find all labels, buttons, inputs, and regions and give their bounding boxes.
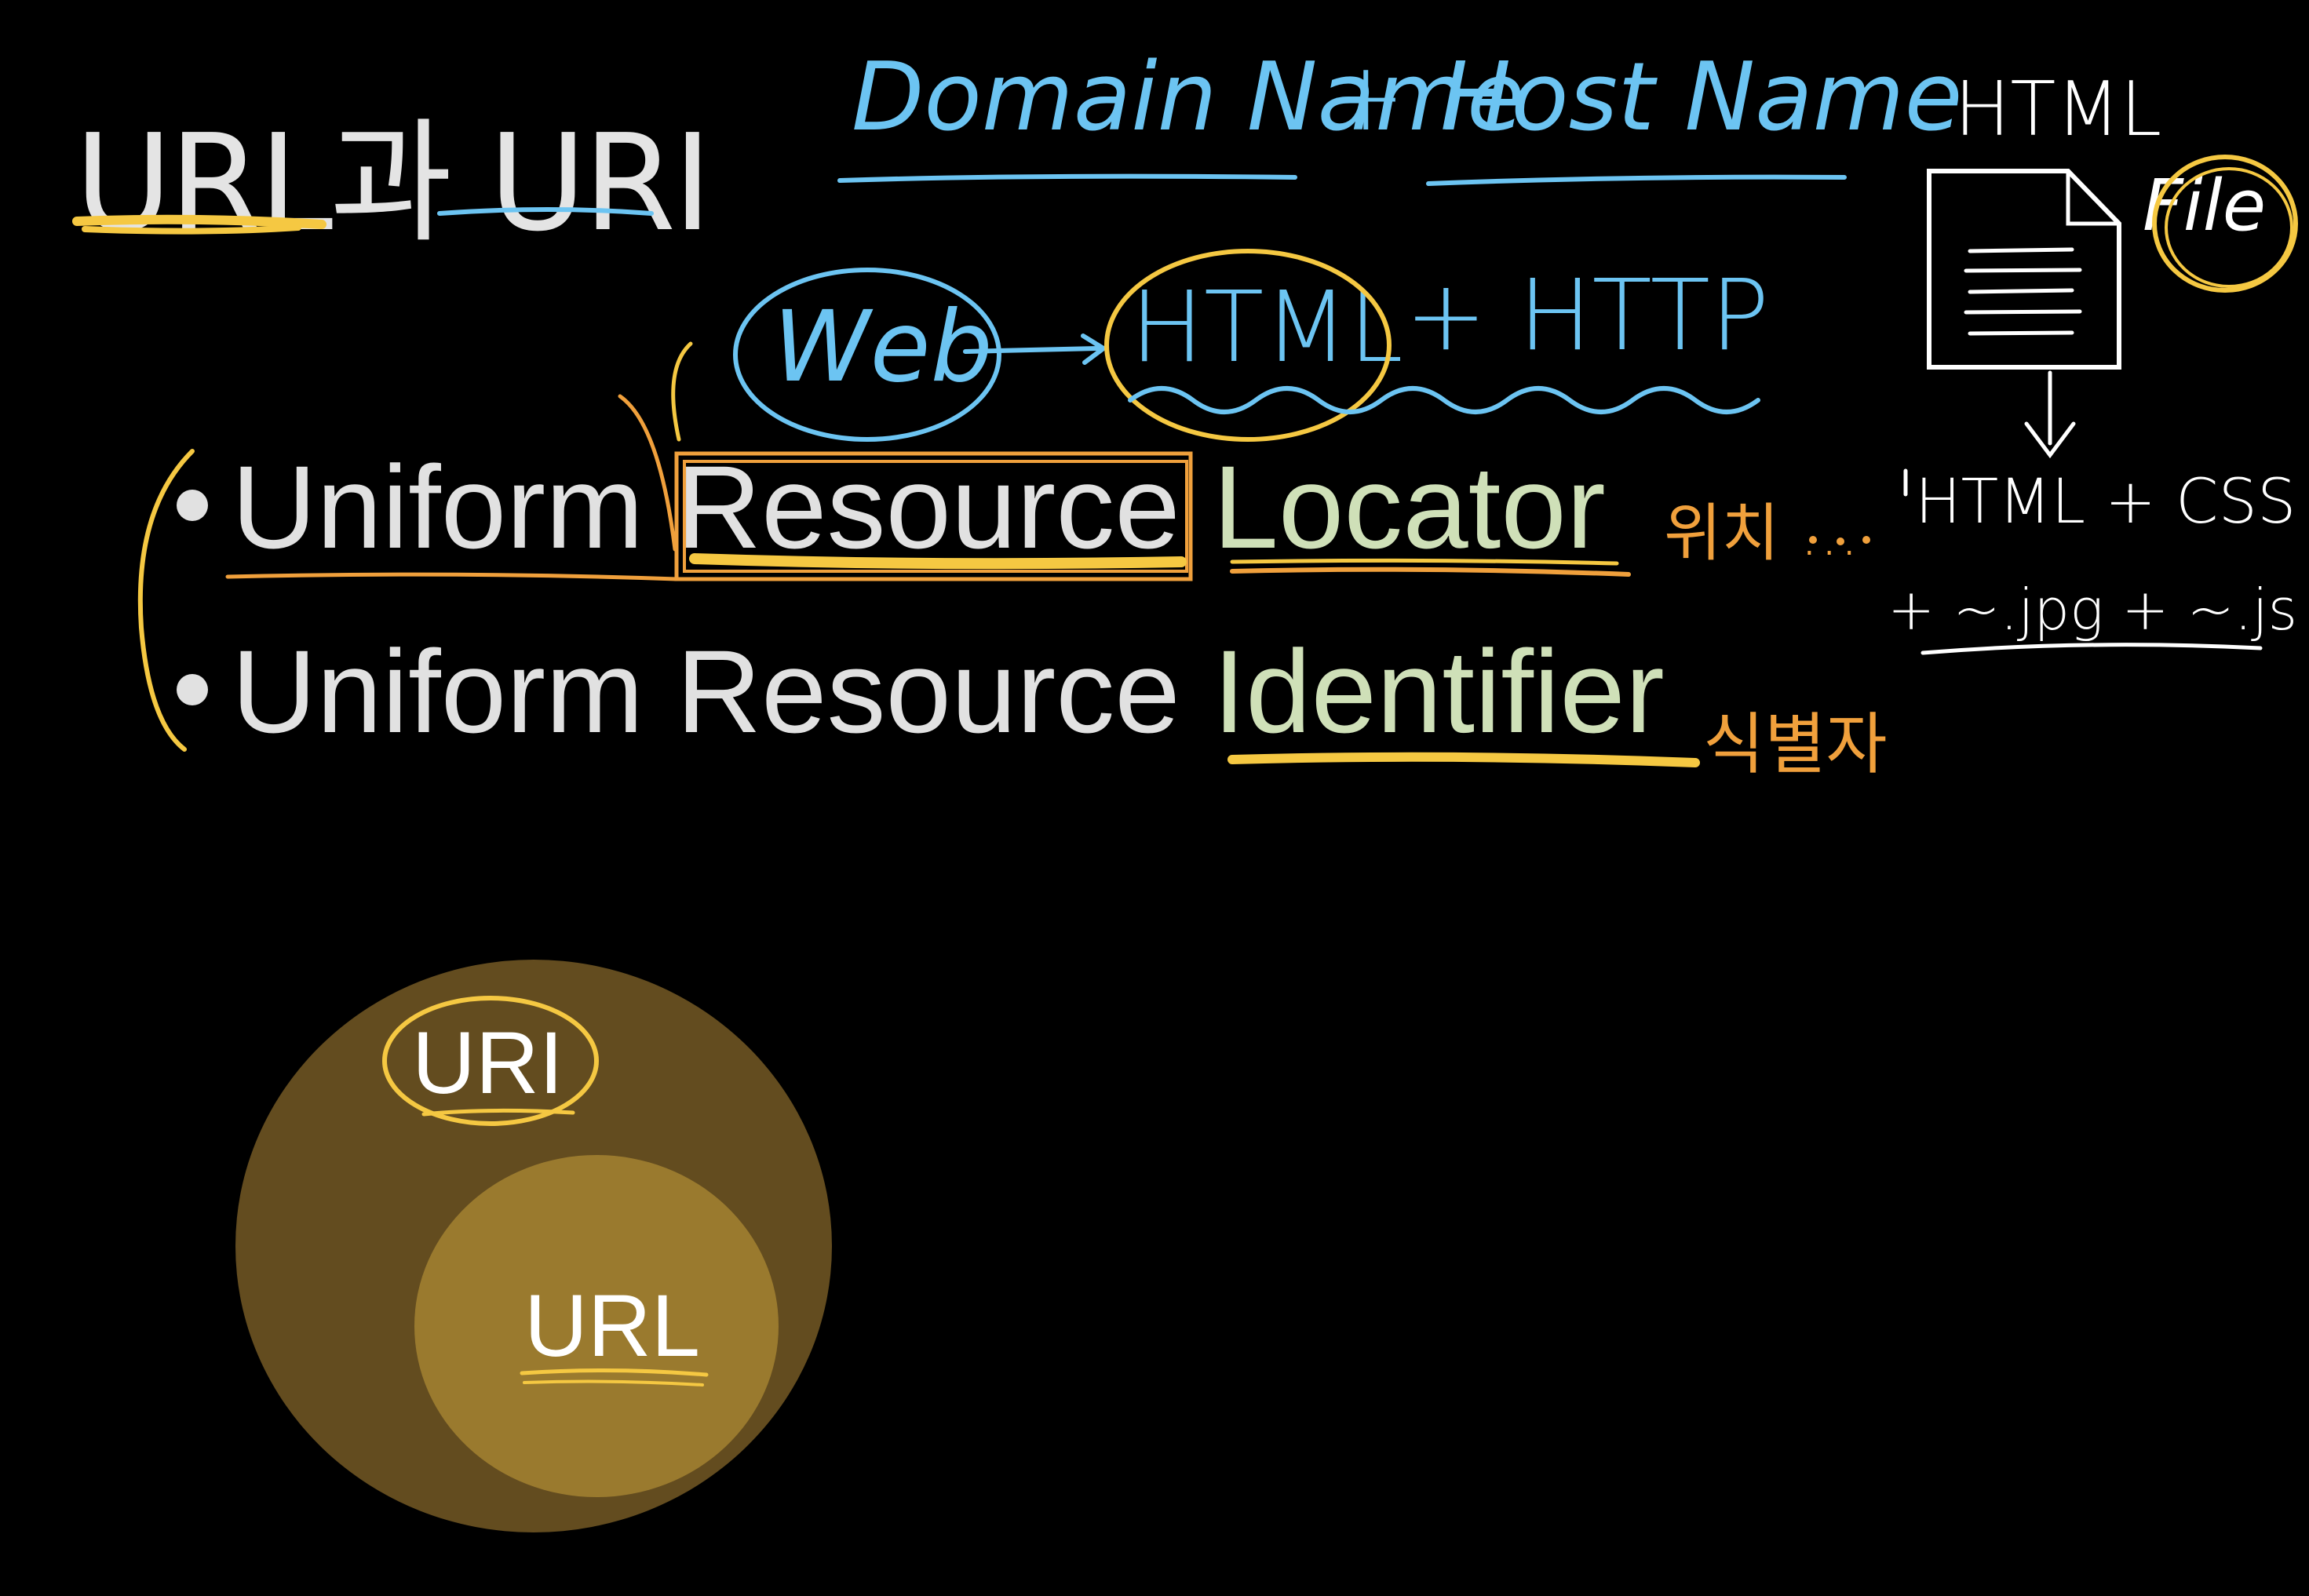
venn-inner-circle [414,1155,779,1497]
venn-inner-label: URL [524,1277,701,1375]
annotation-file-label: File [2143,165,2267,247]
bullet-uri: Uniform Resource Identifier [177,624,1665,760]
annotation-file-contents-1: HTML + CSS [1915,467,2296,537]
bullet-uri-highlight: Identifier [1213,625,1665,757]
annotation-web: Web [773,290,993,404]
bracket [137,449,195,752]
title-url-underline [72,214,326,229]
title-uri-underline [437,207,654,216]
title-uri-part: URI [488,106,713,261]
file-icon [1927,169,2121,370]
bullet-uri-prefix: Uniform Resource [232,625,1180,757]
annotation-html: HTML [1130,271,1403,384]
annotation-domain-name: Domain Name [852,43,1525,152]
venn-outer-label: URI [412,1014,564,1112]
web-circle [733,268,1001,442]
annotation-host-name: Host Name [1440,43,1963,152]
annotation-plus: + [1326,43,1406,152]
bullet-dot-icon [177,490,208,522]
html-circle [1104,249,1392,442]
annotation-identifier-note: 식별자 [1703,706,1888,784]
arrow-icon [963,346,1101,354]
resource-box [674,451,1193,581]
file-circle [2152,155,2298,293]
bullet-dot-icon [177,674,208,706]
annotation-plus-http: + HTTP [1405,259,1770,373]
annotation-file-contents-2: + ~.jpg + ~.js [1888,577,2298,643]
title-url-part: URL과 [75,106,453,261]
bullet-url-highlight: Locator [1213,441,1606,573]
slide-title: URL과 URI [75,75,713,268]
html-http-wave [1128,386,1760,414]
annotation-locator-note: 위치 ... [1664,497,1859,570]
annotation-file-header: HTML [1954,67,2162,153]
